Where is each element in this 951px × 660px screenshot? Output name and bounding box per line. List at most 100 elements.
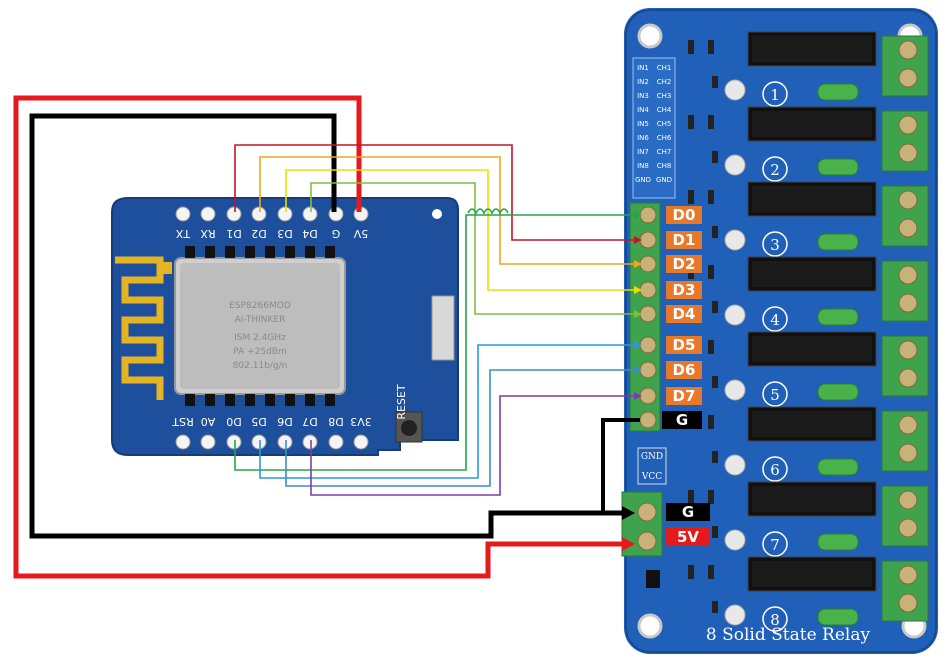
wire-d2 — [259, 156, 634, 265]
header-pin — [277, 434, 293, 450]
fuse — [817, 83, 859, 101]
usb-connector — [431, 295, 455, 361]
chip-text-line: ISM 2.4GHz — [234, 333, 286, 343]
header-label: CH3 — [657, 92, 672, 100]
channel-number-circle — [762, 231, 788, 257]
channel-number-circle — [762, 156, 788, 182]
chip-text-line: PA +25dBm — [233, 347, 287, 357]
channel-number-circle — [762, 381, 788, 407]
wire-d6 — [285, 369, 634, 487]
header-pin — [226, 206, 242, 222]
channel-number: 1 — [770, 86, 780, 104]
wires — [13, 95, 642, 579]
status-led — [724, 604, 746, 626]
wemos-d1-mini: ESP8266MOD AI-THINKER ISM 2.4GHz PA +25d… — [111, 197, 459, 456]
pin-label-top: 5V — [353, 227, 368, 240]
status-led — [724, 229, 746, 251]
pin-label-top: D2 — [251, 227, 266, 240]
wire-d3 — [285, 169, 634, 291]
fuse — [817, 608, 859, 626]
header-label: CH6 — [657, 134, 672, 142]
header-pin — [200, 206, 216, 222]
header-pin — [200, 434, 216, 450]
power-label-vcc: VCC — [641, 472, 662, 482]
channel-number: 4 — [770, 311, 780, 329]
status-led — [724, 79, 746, 101]
header-label: IN4 — [637, 106, 649, 114]
pin-label-top: RX — [200, 227, 216, 240]
header-label: CH4 — [657, 106, 672, 114]
pin-label-top: TX — [175, 227, 191, 240]
channel-number: 7 — [770, 536, 780, 554]
status-led — [724, 454, 746, 476]
channel-number: 5 — [770, 386, 780, 404]
mounting-hole — [432, 209, 442, 219]
channel-number-circle — [762, 606, 788, 632]
header-pin — [353, 434, 369, 450]
header-label: IN1 — [637, 64, 649, 72]
header-label: IN3 — [637, 92, 649, 100]
status-led — [724, 379, 746, 401]
label-d3: D3 — [666, 281, 702, 299]
pin-label-top: G — [332, 227, 341, 240]
status-led — [724, 154, 746, 176]
header-pin — [277, 206, 293, 222]
header-label: IN6 — [637, 134, 649, 142]
header-label: CH5 — [657, 120, 672, 128]
fuse — [817, 233, 859, 251]
channel-number-circle — [762, 306, 788, 332]
chip-text-line: 802.11b/g/n — [233, 361, 288, 371]
pin-label-bottom: RST — [172, 415, 194, 428]
header-pin — [175, 206, 191, 222]
fuse — [817, 308, 859, 326]
status-led — [724, 304, 746, 326]
reset-label: RESET — [395, 384, 408, 420]
header-label: IN8 — [637, 162, 649, 170]
fuse — [817, 383, 859, 401]
header-pin — [251, 206, 267, 222]
header-pin — [175, 434, 191, 450]
pin-label-bottom: D8 — [328, 415, 343, 428]
channel-number: 6 — [770, 461, 780, 479]
label-d6: D6 — [666, 361, 702, 379]
label-d4: D4 — [666, 305, 702, 323]
label-d1: D1 — [666, 231, 702, 249]
header-label: CH2 — [657, 78, 672, 86]
header-label: IN5 — [637, 120, 649, 128]
pcb-antenna — [115, 256, 164, 400]
chip-text-line: AI-THINKER — [235, 315, 286, 325]
wire-gnd-header — [601, 418, 640, 513]
header-label: GND — [656, 176, 672, 184]
label-d2: D2 — [666, 255, 702, 273]
fuse — [817, 533, 859, 551]
channel-number-circle — [762, 81, 788, 107]
pin-label-bottom: 3V3 — [350, 415, 372, 428]
channel-number-circle — [762, 531, 788, 557]
wire-d5 — [259, 344, 634, 479]
label-d5: D5 — [666, 336, 702, 354]
label-g-power: G — [666, 503, 710, 521]
channel-number: 8 — [770, 611, 780, 629]
fuse — [817, 158, 859, 176]
relay-board-title: 8 Solid State Relay — [706, 625, 871, 645]
mounting-hole — [637, 613, 663, 639]
pin-label-top: D4 — [302, 227, 317, 240]
label-d0: D0 — [666, 206, 702, 224]
wire-d1 — [234, 144, 634, 241]
pin-label-top: D3 — [277, 227, 292, 240]
header-label: CH8 — [657, 162, 672, 170]
label-d7: D7 — [666, 387, 702, 405]
header-label: GND — [635, 176, 651, 184]
reset-button — [401, 420, 417, 436]
mounting-hole — [637, 23, 663, 49]
channel-number: 3 — [770, 236, 780, 254]
chip-text-line: ESP8266MOD — [229, 301, 291, 311]
wire-gnd — [29, 113, 622, 539]
header-pin — [302, 434, 318, 450]
pin-label-bottom: D7 — [302, 415, 317, 428]
pin-label-bottom: D5 — [251, 415, 266, 428]
wire-d0 — [234, 214, 634, 471]
label-5v-power: 5V — [666, 528, 710, 546]
